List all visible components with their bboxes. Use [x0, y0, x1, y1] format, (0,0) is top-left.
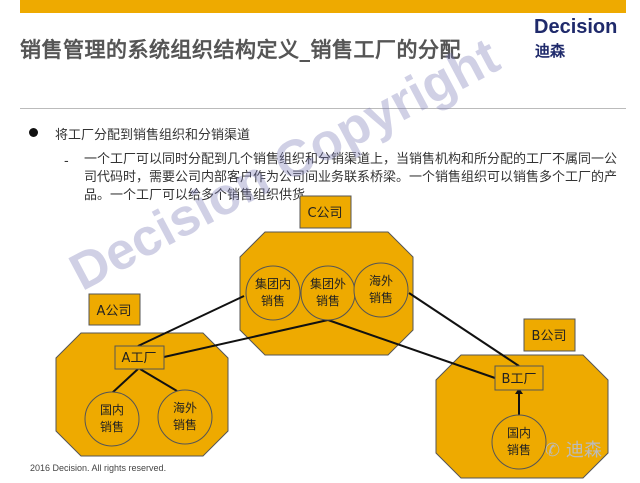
c-outer-label-1: 集团外	[310, 276, 346, 291]
c-company-label: C公司	[307, 206, 342, 221]
c-inner-sales-circle	[245, 265, 301, 321]
wechat-label-text: 迪森	[565, 440, 602, 461]
a-overseas-label-2: 销售	[173, 417, 197, 432]
a-plant-label: A工厂	[122, 351, 157, 366]
b-plant-box	[494, 365, 544, 391]
c-inner-label-1: 集团内	[255, 276, 291, 291]
arrow-head-icon	[515, 388, 523, 394]
c-overseas-label-2: 销售	[369, 290, 393, 305]
link-c-outer-b-plant	[327, 319, 496, 379]
b-company-label: B公司	[532, 329, 567, 344]
sub-bullet-text: 一个工厂可以同时分配到几个销售组织和分销渠道上，当销售机构和所分配的工厂不属同一…	[84, 152, 618, 203]
c-outer-sales-circle	[300, 265, 356, 321]
link-a-plant-overseas	[139, 368, 178, 392]
dash-marker: -	[64, 154, 69, 169]
divider	[20, 108, 626, 109]
logo: Decision	[534, 16, 618, 38]
a-domestic-label-2: 销售	[100, 419, 124, 434]
top-accent-bar	[20, 0, 626, 13]
wechat-label: ✆ 迪森	[545, 436, 602, 462]
b-company-label-box	[523, 318, 576, 352]
page-title: 销售管理的系统组织结构定义_销售工厂的分配	[20, 38, 461, 62]
footer-copyright: 2016 Decision. All rights reserved.	[30, 463, 167, 473]
a-company-label-box	[88, 293, 141, 326]
link-a-plant-domestic	[111, 368, 139, 394]
bullet-icon	[29, 128, 38, 137]
a-overseas-sales-circle	[157, 389, 213, 445]
bullet-text: 将工厂分配到销售组织和分销渠道	[55, 128, 251, 143]
link-a-plant-c-outer	[163, 319, 329, 358]
a-company-label: A公司	[97, 304, 132, 319]
c-overseas-label-1: 海外	[369, 273, 393, 288]
a-overseas-label-1: 海外	[173, 400, 197, 415]
logo-cn: 迪森	[535, 42, 566, 60]
b-domestic-sales-circle	[491, 414, 547, 470]
b-domestic-label-2: 销售	[507, 442, 531, 457]
a-domestic-label-1: 国内	[100, 403, 124, 417]
b-plant-label: B工厂	[502, 372, 537, 387]
c-inner-label-2: 销售	[261, 293, 285, 308]
c-outer-label-2: 销售	[316, 293, 340, 308]
c-company-label-box	[299, 195, 352, 229]
a-plant-box	[114, 345, 165, 370]
link-c-overseas-b-plant	[408, 292, 520, 367]
wechat-icon: ✆	[545, 440, 561, 461]
a-domestic-sales-circle	[84, 391, 140, 447]
link-a-plant-c-inner	[137, 295, 245, 347]
c-overseas-sales-circle	[353, 262, 409, 318]
b-domestic-label-1: 国内	[507, 426, 531, 440]
